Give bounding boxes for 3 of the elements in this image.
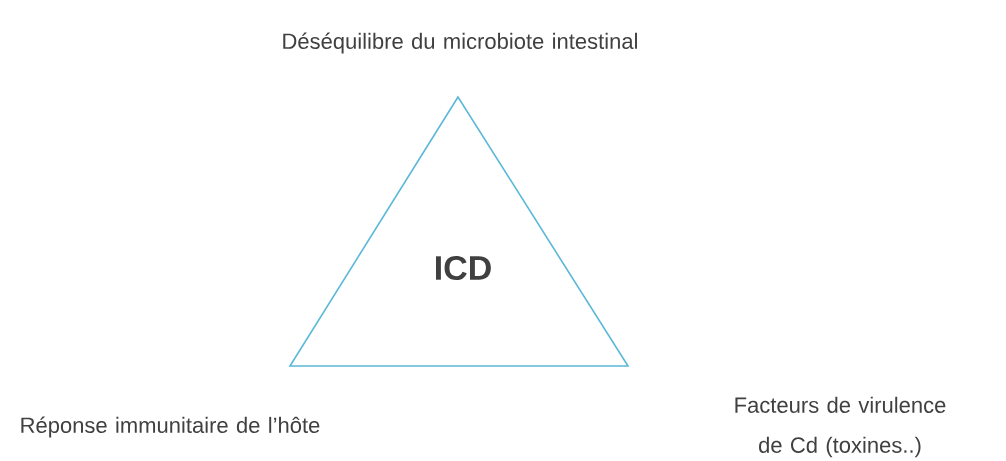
corner-label: Facteurs de virulence de Cd (toxines..): [735, 396, 946, 458]
corner-label: Réponse immunitaire de l’hôte: [21, 416, 320, 438]
corner-label: Déséquilibre du microbiote intestinal: [283, 32, 637, 54]
